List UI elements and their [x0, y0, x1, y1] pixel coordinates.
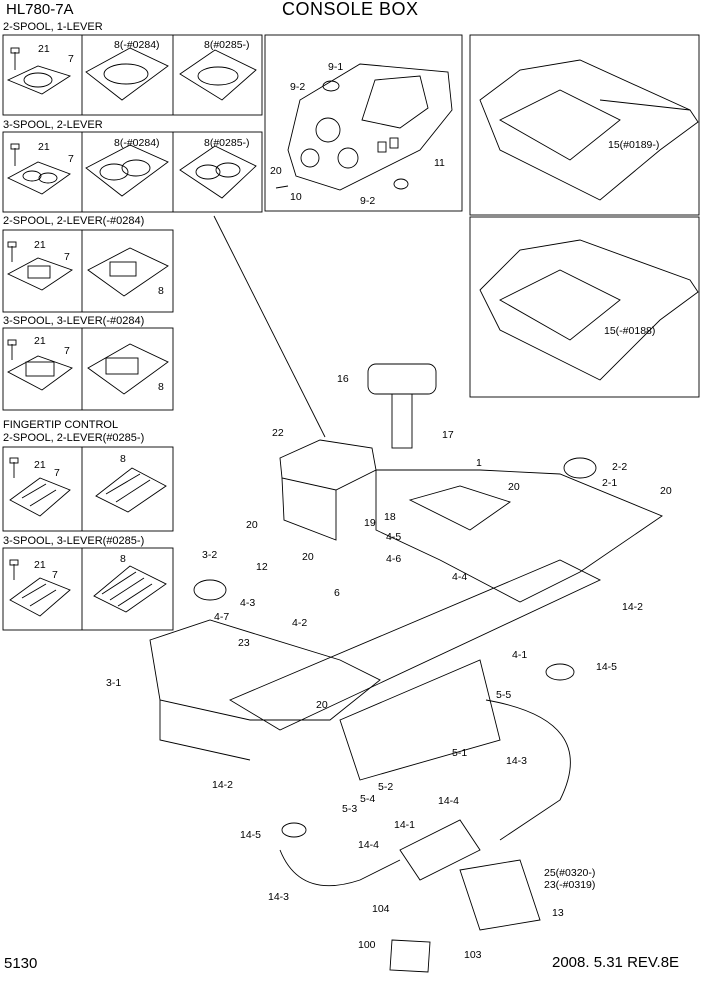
callout-box5-7: 7: [54, 467, 60, 479]
callout-16: 16: [337, 373, 349, 385]
callout-4-4: 4-4: [452, 571, 467, 583]
inset-header-2: 3-SPOOL, 2-LEVER: [3, 119, 103, 131]
callout-9-2-bottom: 9-2: [360, 195, 375, 207]
callout-23-variant: 23(-#0319): [544, 879, 595, 891]
callout-5-2: 5-2: [378, 781, 393, 793]
inset-header-1: 2-SPOOL, 1-LEVER: [3, 21, 103, 33]
callout-14-3-a: 14-3: [506, 755, 527, 767]
callout-box1-7: 7: [68, 53, 74, 65]
callout-box2-21: 21: [38, 141, 50, 153]
callout-3-2: 3-2: [202, 549, 217, 561]
callout-box3-21: 21: [34, 239, 46, 251]
callout-104: 104: [372, 903, 390, 915]
callout-box3-8: 8: [158, 285, 164, 297]
callout-box1-21: 21: [38, 43, 50, 55]
callout-18: 18: [384, 511, 396, 523]
callout-20-e: 20: [316, 699, 328, 711]
inset-box-instrument-cluster: [264, 34, 463, 212]
callout-6: 6: [334, 587, 340, 599]
callout-box5-8: 8: [120, 453, 126, 465]
callout-20-cluster: 20: [270, 165, 282, 177]
callout-14-4-a: 14-4: [438, 795, 459, 807]
inset-box-floor-plate-late: [469, 34, 700, 216]
callout-4-6: 4-6: [386, 553, 401, 565]
inset-header-6: 3-SPOOL, 3-LEVER(#0285-): [3, 535, 145, 547]
page-number: 5130: [4, 955, 38, 972]
callout-20-d: 20: [302, 551, 314, 563]
callout-13: 13: [552, 907, 564, 919]
inset-header-5a: FINGERTIP CONTROL: [3, 419, 119, 431]
callout-12: 12: [256, 561, 268, 573]
callout-1: 1: [476, 457, 482, 469]
inset-box-3spool-3lever-early: [2, 327, 174, 411]
callout-5-5: 5-5: [496, 689, 511, 701]
callout-14-2-a: 14-2: [622, 601, 643, 613]
model-number: HL780-7A: [6, 1, 74, 18]
callout-box2-7: 7: [68, 153, 74, 165]
inset-box-2spool-1lever: [2, 34, 263, 116]
callout-9-1: 9-1: [328, 61, 343, 73]
callout-19: 19: [364, 517, 376, 529]
callout-4-5: 4-5: [386, 531, 401, 543]
callout-box2-8b: 8(#0285-): [204, 137, 250, 149]
callout-11: 11: [434, 157, 445, 169]
callout-4-7: 4-7: [214, 611, 229, 623]
callout-box1-8b: 8(#0285-): [204, 39, 250, 51]
callout-14-1: 14-1: [394, 819, 415, 831]
inset-box-floor-plate-early: [469, 216, 700, 398]
inset-header-3: 2-SPOOL, 2-LEVER(-#0284): [3, 215, 145, 227]
callout-box4-7: 7: [64, 345, 70, 357]
inset-header-5b: 2-SPOOL, 2-LEVER(#0285-): [3, 432, 145, 444]
callout-box4-8: 8: [158, 381, 164, 393]
callout-3-1: 3-1: [106, 677, 121, 689]
callout-17: 17: [442, 429, 454, 441]
callout-box3-7: 7: [64, 251, 70, 263]
callout-5-4: 5-4: [360, 793, 375, 805]
callout-4-2: 4-2: [292, 617, 307, 629]
callout-22: 22: [272, 427, 284, 439]
callout-20-b: 20: [660, 485, 672, 497]
inset-box-fingertip-2spool: [2, 446, 174, 532]
callout-box5-21: 21: [34, 459, 46, 471]
revision-date: 2008. 5.31 REV.8E: [552, 954, 680, 971]
callout-25: 25(#0320-): [544, 867, 595, 879]
callout-20-c: 20: [246, 519, 258, 531]
callout-2-2: 2-2: [612, 461, 627, 473]
callout-5-1: 5-1: [452, 747, 467, 759]
callout-14-3-b: 14-3: [268, 891, 289, 903]
callout-4-1: 4-1: [512, 649, 527, 661]
callout-5-3: 5-3: [342, 803, 357, 815]
inset-box-fingertip-3spool: [2, 547, 174, 631]
inset-header-4: 3-SPOOL, 3-LEVER(-#0284): [3, 315, 145, 327]
callout-23: 23: [238, 637, 250, 649]
callout-100: 100: [358, 939, 376, 951]
callout-103: 103: [464, 949, 482, 961]
callout-15-early: 15(-#0188): [604, 325, 655, 337]
callout-box6-21: 21: [34, 559, 46, 571]
callout-box4-21: 21: [34, 335, 46, 347]
callout-15-late: 15(#0189-): [608, 139, 659, 151]
callout-box6-8: 8: [120, 553, 126, 565]
callout-14-4-b: 14-4: [358, 839, 379, 851]
callout-14-5-b: 14-5: [240, 829, 261, 841]
callout-10: 10: [290, 191, 302, 203]
inset-box-2spool-2lever-early: [2, 229, 174, 313]
callout-14-5-a: 14-5: [596, 661, 617, 673]
callout-2-1: 2-1: [602, 477, 617, 489]
callout-4-3: 4-3: [240, 597, 255, 609]
callout-box6-7: 7: [52, 569, 58, 581]
callout-14-2-b: 14-2: [212, 779, 233, 791]
diagram-title: CONSOLE BOX: [282, 0, 419, 19]
console-main-assembly: [149, 363, 663, 973]
callout-20-a: 20: [508, 481, 520, 493]
callout-9-2-top: 9-2: [290, 81, 305, 93]
callout-box2-8a: 8(-#0284): [114, 137, 160, 149]
inset-box-3spool-2lever: [2, 131, 263, 213]
callout-box1-8a: 8(-#0284): [114, 39, 160, 51]
